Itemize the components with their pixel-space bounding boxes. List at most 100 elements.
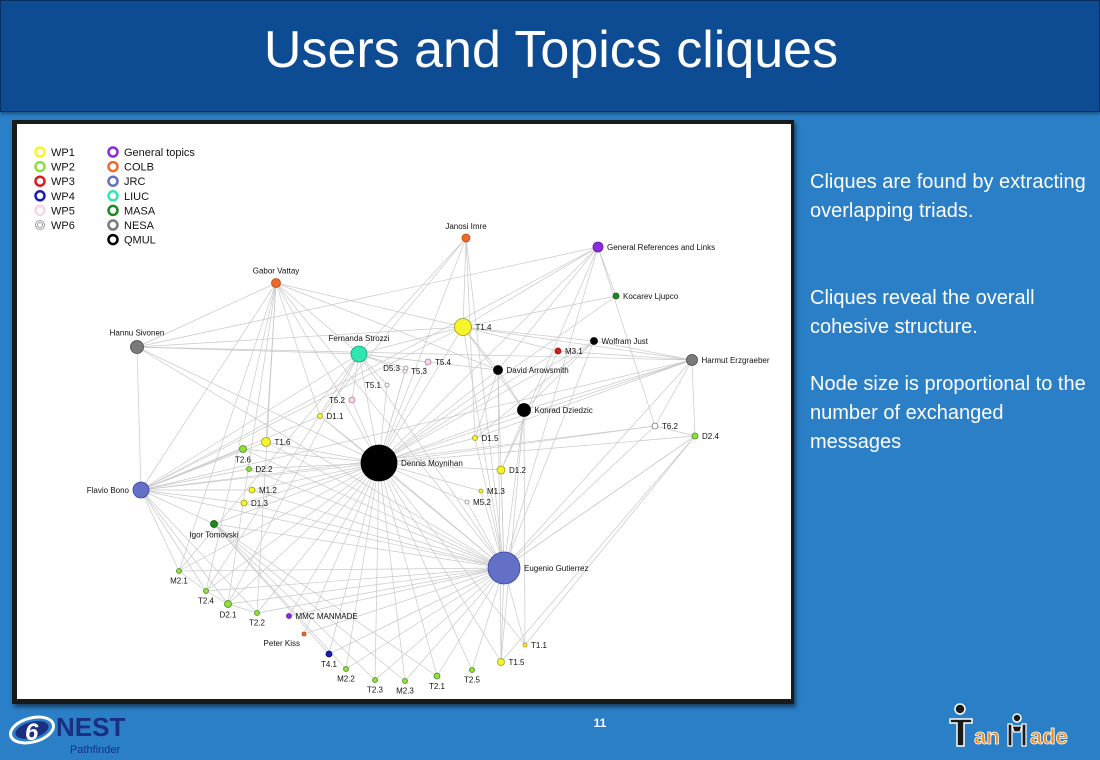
graph-edge bbox=[178, 353, 360, 572]
graph-node-label: Dennis Moynihan bbox=[401, 459, 463, 468]
graph-edge bbox=[140, 489, 229, 605]
graph-edge bbox=[275, 282, 505, 569]
graph-node-label: Harmut Erzgraeber bbox=[702, 356, 770, 365]
graph-node-eugenio: Eugenio Gutierrez bbox=[487, 551, 588, 585]
graph-edge bbox=[275, 282, 321, 417]
graph-node-circle bbox=[464, 499, 470, 505]
graph-edge bbox=[378, 462, 502, 471]
legend-label: QMUL bbox=[124, 235, 156, 247]
graph-edge bbox=[345, 462, 380, 670]
graph-node-harmut: Harmut Erzgraeber bbox=[686, 354, 770, 366]
graph-node-mmc: MMC MANMADE bbox=[286, 612, 358, 621]
graph-edge bbox=[205, 353, 360, 592]
graph-edge bbox=[557, 350, 693, 361]
graph-node-m23: M2.3 bbox=[396, 678, 414, 696]
graph-edge bbox=[378, 350, 559, 464]
legend-marker-inner bbox=[37, 222, 43, 228]
graph-edge bbox=[256, 282, 277, 614]
graph-edge bbox=[275, 282, 464, 328]
graph-node-t21: T2.1 bbox=[429, 672, 446, 691]
graph-node-circle bbox=[286, 613, 292, 619]
graph-node-circle bbox=[271, 278, 281, 288]
legend-label: LIUC bbox=[124, 191, 149, 203]
graph-node-label: D1.3 bbox=[251, 499, 268, 508]
graph-node-label: Janosi Imre bbox=[445, 222, 487, 231]
legend-item-wp3: WP3 bbox=[34, 175, 75, 188]
legend-label: JRC bbox=[124, 176, 145, 188]
graph-edge bbox=[378, 462, 406, 682]
legend-marker bbox=[107, 204, 119, 217]
graph-node-circle bbox=[301, 631, 307, 637]
graph-node-label: T2.1 bbox=[429, 682, 446, 691]
nest-numeral: 6 bbox=[25, 719, 39, 746]
legend-item-qmul: QMUL bbox=[107, 233, 156, 247]
graph-edge bbox=[136, 246, 599, 348]
graph-node-d13: D1.3 bbox=[240, 499, 268, 508]
graph-edge bbox=[378, 340, 595, 464]
graph-node-circle bbox=[472, 435, 478, 441]
graph-edge bbox=[275, 282, 499, 371]
graph-edge bbox=[358, 326, 464, 355]
graph-edge bbox=[358, 237, 467, 355]
graph-node-circle bbox=[343, 666, 349, 672]
graph-node-label: M2.1 bbox=[170, 577, 188, 586]
graph-node-circle bbox=[496, 465, 506, 475]
graph-edge bbox=[462, 237, 467, 328]
graph-edge bbox=[523, 409, 526, 646]
graph-edge bbox=[378, 359, 693, 464]
graph-edge bbox=[227, 567, 505, 605]
legend-label: WP1 bbox=[51, 147, 75, 159]
graph-edge bbox=[213, 523, 347, 670]
graph-node-label: T2.4 bbox=[198, 597, 215, 606]
legend-item-nesa: NESA bbox=[107, 219, 155, 232]
graph-edge bbox=[328, 462, 380, 655]
graph-node-m52: M5.2 bbox=[464, 498, 491, 507]
graph-edge bbox=[140, 353, 360, 491]
graph-node-t11: T1.1 bbox=[522, 641, 548, 650]
graph-node-circle bbox=[176, 568, 182, 574]
graph-node-circle bbox=[424, 358, 432, 366]
legend-marker bbox=[107, 219, 119, 231]
graph-edge bbox=[378, 326, 464, 464]
graph-node-circle bbox=[517, 403, 531, 417]
graph-node-label: T6.2 bbox=[662, 422, 679, 431]
graph-edge bbox=[303, 462, 380, 635]
graph-node-dennis: Dennis Moynihan bbox=[360, 444, 463, 482]
graph-edge bbox=[497, 369, 502, 663]
legend-marker bbox=[107, 160, 119, 173]
legend-marker bbox=[107, 190, 119, 202]
graph-node-t16: T1.6 bbox=[261, 437, 291, 447]
graph-edge bbox=[256, 462, 380, 614]
manmade-text-1: an bbox=[974, 724, 1000, 749]
graph-node-t25: T2.5 bbox=[464, 667, 481, 685]
graph-edge bbox=[374, 567, 505, 681]
graph-node-label: D2.4 bbox=[702, 432, 719, 441]
graph-node-label: T1.1 bbox=[531, 641, 548, 650]
graph-edge bbox=[140, 489, 180, 572]
graph-node-gabor: Gabor Vattay bbox=[253, 267, 299, 288]
graph-node-janosi: Janosi Imre bbox=[445, 222, 487, 243]
graph-edge bbox=[136, 346, 142, 491]
graph-edge bbox=[319, 415, 505, 569]
graph-node-label: M2.3 bbox=[396, 687, 414, 696]
graph-edge bbox=[593, 340, 693, 361]
graph-node-label: D2.2 bbox=[256, 465, 273, 474]
legend-marker bbox=[34, 175, 46, 187]
graph-edge bbox=[474, 359, 693, 439]
graph-node-circle bbox=[261, 437, 271, 447]
graph-edge bbox=[378, 462, 473, 671]
graph-node-hannu: Hannu Sivonen bbox=[110, 329, 165, 354]
graph-edge bbox=[654, 425, 696, 437]
graph-node-t51: T5.1 bbox=[365, 381, 390, 390]
graph-edge bbox=[213, 523, 438, 677]
graph-node-label: T1.4 bbox=[476, 323, 493, 332]
graph-edge bbox=[227, 603, 258, 614]
graph-edge bbox=[265, 441, 380, 464]
graph-node-label: Hannu Sivonen bbox=[110, 329, 165, 338]
graph-node-t23: T2.3 bbox=[367, 677, 384, 695]
graph-edge bbox=[140, 425, 656, 491]
graph-node-circle bbox=[651, 422, 659, 430]
legend-item-general-topics: General topics bbox=[107, 146, 195, 159]
graph-node-label: T5.2 bbox=[329, 396, 346, 405]
graph-edge bbox=[205, 282, 277, 592]
